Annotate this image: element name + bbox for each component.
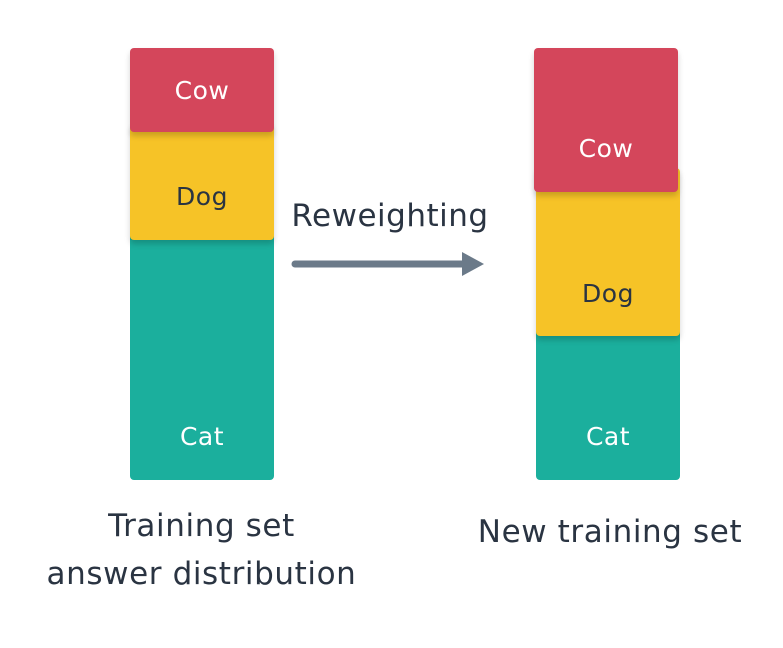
right-arrow-icon <box>291 252 484 276</box>
left-bar-cow-label: Cow <box>174 75 230 105</box>
right-bar-cat-label: Cat <box>585 421 631 451</box>
right-caption-text: New training set <box>477 514 743 550</box>
left-bar-cat-segment: Cat <box>130 232 274 480</box>
right-bar-cow-label: Cow <box>578 133 634 163</box>
right-bar-cat-segment: Cat <box>536 326 680 480</box>
left-caption: Training set answer distribution <box>30 502 373 598</box>
right-bar-dog-segment: Dog <box>536 168 680 336</box>
left-bar-dog-label: Dog <box>176 181 228 211</box>
reweighting-label: Reweighting <box>291 198 489 234</box>
right-bar-dog-label: Dog <box>582 278 634 308</box>
left-bar-dog-segment: Dog <box>130 124 274 240</box>
left-bar-cat-label: Cat <box>179 421 225 451</box>
left-caption-line1: Training set <box>108 508 295 544</box>
left-caption-line2: answer distribution <box>46 556 357 592</box>
left-bar-cow-segment: Cow <box>130 48 274 132</box>
right-bar-cow-segment: Cow <box>534 48 678 192</box>
right-caption: New training set <box>460 508 760 556</box>
